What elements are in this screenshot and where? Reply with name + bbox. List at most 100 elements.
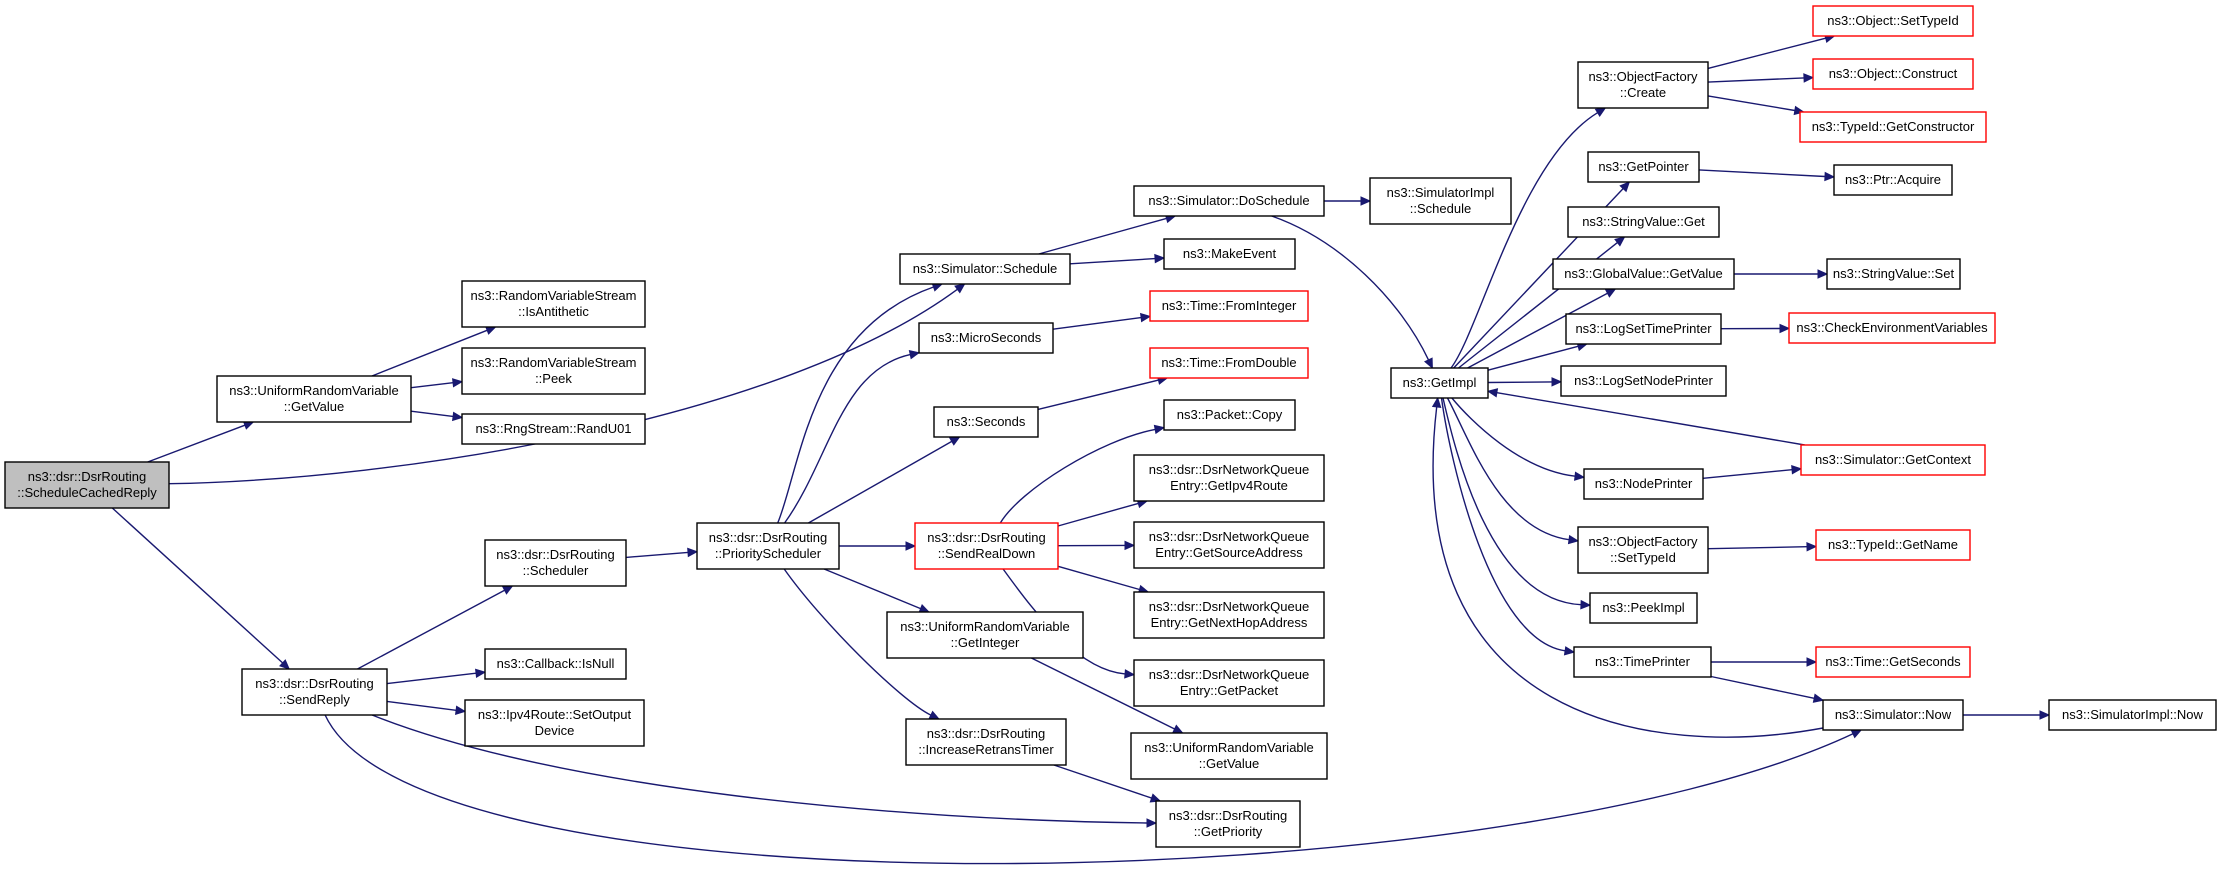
node-peekimpl[interactable]: ns3::PeekImpl [1589, 592, 1698, 624]
node-globalvalue_getvalue[interactable]: ns3::GlobalValue::GetValue [1552, 258, 1735, 290]
node-box [1567, 206, 1720, 238]
node-label: ns3::Simulator::Schedule [913, 261, 1058, 276]
node-packet_copy[interactable]: ns3::Packet::Copy [1163, 399, 1296, 431]
node-urv_getinteger[interactable]: ns3::UniformRandomVariable::GetInteger [886, 611, 1084, 659]
node-getimpl[interactable]: ns3::GetImpl [1390, 367, 1489, 399]
node-obj_settypeid[interactable]: ns3::Object::SetTypeId [1812, 5, 1974, 37]
node-label: ::GetPriority [1194, 824, 1263, 839]
node-logsettimeprinter[interactable]: ns3::LogSetTimePrinter [1565, 313, 1722, 345]
node-label: ns3::GetPointer [1598, 159, 1689, 174]
node-box [918, 322, 1054, 354]
node-label: ::Create [1620, 85, 1666, 100]
node-checkenv[interactable]: ns3::CheckEnvironmentVariables [1788, 312, 1996, 344]
node-box [1800, 444, 1986, 476]
node-box [933, 406, 1039, 438]
node-box [216, 375, 412, 423]
node-label: ::Scheduler [523, 563, 589, 578]
node-sendreply[interactable]: ns3::dsr::DsrRouting::SendReply [241, 668, 388, 716]
node-label: ns3::dsr::DsrRouting [255, 676, 374, 691]
node-box [1133, 591, 1325, 639]
node-box [1155, 800, 1301, 848]
node-label: ::GetValue [1199, 756, 1259, 771]
node-timeprinter[interactable]: ns3::TimePrinter [1573, 646, 1712, 678]
call-edge-priorityscheduler-to-urv_getinteger [823, 568, 931, 613]
node-label: ns3::dsr::DsrRouting [927, 726, 1046, 741]
node-time_getseconds[interactable]: ns3::Time::GetSeconds [1815, 646, 1971, 678]
node-box [1133, 521, 1325, 569]
node-makeevent[interactable]: ns3::MakeEvent [1163, 238, 1296, 270]
node-simimpl_now[interactable]: ns3::SimulatorImpl::Now [2048, 699, 2217, 731]
node-nodeprinter[interactable]: ns3::NodePrinter [1583, 468, 1704, 500]
node-time_fromdouble[interactable]: ns3::Time::FromDouble [1149, 347, 1309, 379]
node-sim_getcontext[interactable]: ns3::Simulator::GetContext [1800, 444, 1986, 476]
node-urv_getvalue2[interactable]: ns3::UniformRandomVariable::GetValue [1130, 732, 1328, 780]
call-edge-sendreply-to-cb_isnull [386, 668, 487, 685]
node-label: ::PriorityScheduler [715, 546, 822, 561]
node-label: ns3::SimulatorImpl::Now [2062, 707, 2203, 722]
call-edge-sim_schedule-to-sim_doschedule [1038, 213, 1177, 255]
node-root[interactable]: ns3::dsr::DsrRouting::ScheduleCachedRepl… [4, 461, 170, 509]
node-stringvalue_set[interactable]: ns3::StringValue::Set [1826, 258, 1961, 290]
node-label: ns3::LogSetNodePrinter [1574, 373, 1713, 388]
node-label: ns3::CheckEnvironmentVariables [1796, 320, 1988, 335]
node-microseconds[interactable]: ns3::MicroSeconds [918, 322, 1054, 354]
node-label: ns3::Simulator::Now [1835, 707, 1952, 722]
node-rng_randu01[interactable]: ns3::RngStream::RandU01 [461, 413, 646, 445]
node-time_frominteger[interactable]: ns3::Time::FromInteger [1149, 290, 1309, 322]
node-label: ns3::TypeId::GetName [1828, 537, 1958, 552]
node-label: ns3::Simulator::GetContext [1815, 452, 1971, 467]
node-box [1130, 732, 1328, 780]
node-nq_getsource[interactable]: ns3::dsr::DsrNetworkQueueEntry::GetSourc… [1133, 521, 1325, 569]
node-label: ::SendReply [279, 692, 350, 707]
node-box [1822, 699, 1964, 731]
call-edge-sendrealdown-to-packet_copy [999, 424, 1166, 524]
node-obj_construct[interactable]: ns3::Object::Construct [1812, 58, 1974, 90]
node-box [461, 280, 646, 328]
node-of_settypeid[interactable]: ns3::ObjectFactory::SetTypeId [1577, 526, 1709, 574]
node-rvs_isantithetic[interactable]: ns3::RandomVariableStream::IsAntithetic [461, 280, 646, 328]
node-box [2048, 699, 2217, 731]
node-box [464, 699, 645, 747]
node-getpointer[interactable]: ns3::GetPointer [1587, 151, 1700, 183]
node-box [1369, 177, 1512, 225]
node-scheduler[interactable]: ns3::dsr::DsrRouting::Scheduler [484, 539, 627, 587]
node-nq_getnexthop[interactable]: ns3::dsr::DsrNetworkQueueEntry::GetNextH… [1133, 591, 1325, 639]
node-nq_getipv4route[interactable]: ns3::dsr::DsrNetworkQueueEntry::GetIpv4R… [1133, 454, 1325, 502]
node-logsetnodeprinter[interactable]: ns3::LogSetNodePrinter [1560, 365, 1727, 397]
node-nq_getpacket[interactable]: ns3::dsr::DsrNetworkQueueEntry::GetPacke… [1133, 659, 1325, 707]
node-increaseretrans[interactable]: ns3::dsr::DsrRouting::IncreaseRetransTim… [905, 718, 1067, 766]
node-label: Entry::GetNextHopAddress [1151, 615, 1308, 630]
node-typeid_getname[interactable]: ns3::TypeId::GetName [1815, 529, 1971, 561]
node-urv_getvalue[interactable]: ns3::UniformRandomVariable::GetValue [216, 375, 412, 423]
node-label: ns3::dsr::DsrRouting [709, 530, 828, 545]
node-typeid_getconstructor[interactable]: ns3::TypeId::GetConstructor [1799, 111, 1987, 143]
node-sim_now[interactable]: ns3::Simulator::Now [1822, 699, 1964, 731]
node-label: Entry::GetSourceAddress [1155, 545, 1303, 560]
node-label: Device [535, 723, 575, 738]
node-box [1583, 468, 1704, 500]
node-stringvalue_get[interactable]: ns3::StringValue::Get [1567, 206, 1720, 238]
call-edge-priorityscheduler-to-seconds [808, 436, 961, 524]
node-sendrealdown[interactable]: ns3::dsr::DsrRouting::SendRealDown [914, 522, 1059, 570]
node-box [1589, 592, 1698, 624]
node-ptr_acquire[interactable]: ns3::Ptr::Acquire [1833, 164, 1953, 196]
call-edge-getimpl-to-timeprinter [1440, 397, 1576, 656]
node-getpriority[interactable]: ns3::dsr::DsrRouting::GetPriority [1155, 800, 1301, 848]
node-label: ns3::Packet::Copy [1177, 407, 1283, 422]
node-box [1163, 238, 1296, 270]
node-sim_schedule[interactable]: ns3::Simulator::Schedule [899, 253, 1071, 285]
node-label: ::GetInteger [951, 635, 1020, 650]
call-edge-root-to-sendreply [111, 507, 291, 670]
node-label: ::IncreaseRetransTimer [918, 742, 1054, 757]
node-label: ns3::StringValue::Set [1833, 266, 1955, 281]
node-of_create[interactable]: ns3::ObjectFactory::Create [1577, 61, 1709, 109]
node-seconds[interactable]: ns3::Seconds [933, 406, 1039, 438]
node-simimpl_schedule[interactable]: ns3::SimulatorImpl::Schedule [1369, 177, 1512, 225]
node-cb_isnull[interactable]: ns3::Callback::IsNull [484, 648, 627, 680]
node-priorityscheduler[interactable]: ns3::dsr::DsrRouting::PriorityScheduler [696, 522, 840, 570]
node-label: ns3::Simulator::DoSchedule [1148, 193, 1309, 208]
node-rvs_peek[interactable]: ns3::RandomVariableStream::Peek [461, 347, 646, 395]
node-sim_doschedule[interactable]: ns3::Simulator::DoSchedule [1133, 185, 1325, 217]
